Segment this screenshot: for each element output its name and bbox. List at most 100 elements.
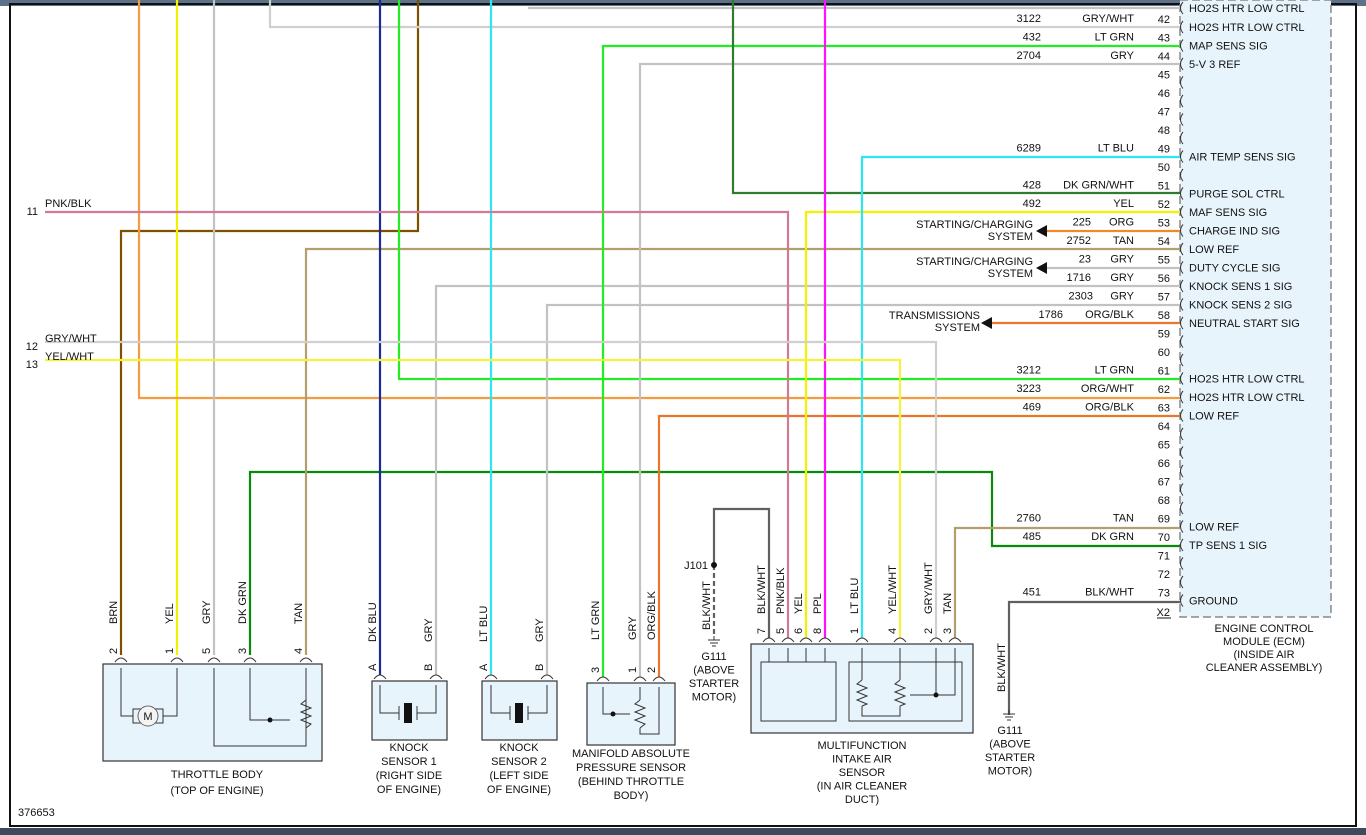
wire-gry-wht-12 — [45, 340, 938, 638]
wire-pin54 — [304, 247, 1180, 655]
ecm-circuit-number: 432 — [1023, 32, 1041, 44]
offpage-arrow-icon — [981, 317, 992, 329]
terminal-icon — [596, 676, 610, 682]
iat-element-box — [848, 661, 963, 722]
wire-color-label: DK BLU — [367, 602, 379, 642]
connector-cavity-icon — [1180, 520, 1184, 533]
ecm-pin-number: 65 — [1158, 440, 1170, 452]
connector-cavity-icon — [1180, 1, 1184, 15]
connector-cavity-icon — [1180, 483, 1184, 496]
terminal-icon — [633, 676, 647, 682]
ecm-circuit-number: 492 — [1023, 198, 1041, 210]
ecm-connector-id: X2 — [1157, 607, 1170, 619]
wire-brn-throttle-2 — [119, 0, 420, 655]
wire-pin62 — [137, 0, 1180, 400]
ecm-pin-function: CHARGE IND SIG — [1189, 226, 1280, 238]
terminal-number: 2 — [923, 628, 935, 634]
ecm-circuit-number: 3122 — [1017, 13, 1041, 25]
connector-cavity-icon — [1180, 316, 1184, 330]
ecm-pin-number: 43 — [1158, 33, 1170, 45]
ecm-circuit-number: 23 — [1079, 254, 1091, 266]
knock_sensor_2-label: SENSOR 2 — [491, 756, 547, 768]
terminal-number: 3 — [590, 667, 602, 673]
left-input-pin: 13 — [26, 359, 38, 371]
terminal-number: 3 — [237, 648, 249, 654]
ecm-circuit-number: 2752 — [1067, 235, 1091, 247]
ecm-circuit-number: 6289 — [1017, 143, 1041, 155]
wire-pin43 — [601, 44, 1180, 677]
map-sensor-box — [586, 682, 676, 746]
knock_sensor_1-label: OF ENGINE) — [377, 784, 441, 796]
diagram-border — [9, 3, 1357, 827]
terminal-icon — [762, 637, 776, 643]
map-sensor-label: BODY) — [614, 790, 649, 802]
ecm-wire-color: DK GRN/WHT — [1063, 180, 1134, 192]
wire-color-label: YEL — [793, 593, 805, 614]
wire-pin61 — [397, 0, 1180, 381]
ground-g111-label: STARTER — [985, 752, 1035, 764]
ecm-pin-number: 54 — [1158, 236, 1170, 248]
wire-pin51 — [731, 0, 1180, 195]
ecm-wire-color: GRY/WHT — [1082, 13, 1134, 25]
wires — [45, 0, 1180, 715]
terminal-icon — [893, 637, 907, 643]
ecm-wire-color: DK GRN — [1091, 531, 1134, 543]
ecm-pin-number: 71 — [1158, 551, 1170, 563]
offpage-arrow-icon — [1036, 225, 1047, 237]
ecm-pin-number: 73 — [1158, 588, 1170, 600]
ecm-pin-number: 61 — [1158, 366, 1170, 378]
ecm-pin-function: HO2S HTR LOW CTRL — [1189, 392, 1305, 404]
connector-cavity-icon — [1180, 575, 1184, 589]
splice-wire-color: BLK/WHT — [701, 581, 713, 630]
wire-pin49 — [860, 155, 1180, 638]
wire-pin73 — [1007, 600, 1180, 715]
ecm-wire-color: LT GRN — [1095, 365, 1134, 377]
offpage-system-label: SYSTEM — [988, 231, 1033, 243]
terminal-number: B — [423, 664, 435, 671]
ecm-wire-color: ORG/BLK — [1085, 402, 1135, 414]
terminal-number: A — [478, 663, 490, 671]
ecm-wire-color: ORG/BLK — [1085, 309, 1135, 321]
left-input-color: GRY/WHT — [45, 333, 97, 345]
ground-g111-label: G111 — [701, 651, 726, 663]
piezo-element-icon — [404, 703, 412, 723]
connector-cavity-icon — [1180, 538, 1184, 552]
throttle-body-label: (TOP OF ENGINE) — [170, 785, 263, 797]
ecm-wire-color: TAN — [1113, 513, 1134, 525]
knock_sensor_1-label: (RIGHT SIDE — [376, 770, 442, 782]
ecm-pin-number: 63 — [1158, 403, 1170, 415]
ecm-title: MODULE (ECM) — [1223, 636, 1305, 648]
splice-label: J101 — [684, 560, 708, 572]
wire-pin63 — [657, 414, 1180, 677]
ecm-pin-function: LOW REF — [1189, 411, 1239, 423]
terminal-number: 1 — [849, 628, 861, 634]
wire-pin44 — [638, 62, 1180, 677]
ecm-pin-number: 67 — [1158, 477, 1170, 489]
wire-pin69 — [953, 526, 1180, 638]
terminal-icon — [429, 674, 443, 680]
ecm-circuit-number: 485 — [1023, 531, 1041, 543]
ecm-pin-function: HO2S HTR LOW CTRL — [1189, 374, 1305, 386]
knock_sensor_2-label: (LEFT SIDE — [489, 770, 548, 782]
ecm-pin-function: LOW REF — [1189, 522, 1239, 534]
wire-color-label: LT BLU — [478, 606, 490, 642]
maf-sensor-label: MULTIFUNCTION — [817, 740, 906, 752]
junction-dot — [267, 717, 273, 723]
terminal-number: A — [367, 663, 379, 671]
terminal-number: 5 — [201, 648, 213, 654]
piezo-element-icon — [515, 703, 523, 723]
ecm-pin-number: 64 — [1158, 421, 1170, 433]
wire-color-label: YEL/WHT — [887, 565, 899, 614]
window-bottom-bar — [0, 828, 1366, 835]
ecm-box — [1179, 0, 1332, 618]
ecm-pin-number: 52 — [1158, 199, 1170, 211]
ecm-pin-function: DUTY CYCLE SIG — [1189, 263, 1281, 275]
wire-pin70 — [248, 470, 1180, 655]
wire-color-label: BLK/WHT — [756, 565, 768, 614]
connector-cavity-icon — [1180, 372, 1184, 385]
terminal-number: 1 — [164, 648, 176, 654]
left-input-pin: 12 — [26, 341, 38, 353]
ecm-wire-color: ORG/WHT — [1081, 383, 1134, 395]
ecm-pin41-function: HO2S HTR LOW CTRL — [1189, 3, 1305, 15]
terminal-icon — [855, 637, 869, 643]
